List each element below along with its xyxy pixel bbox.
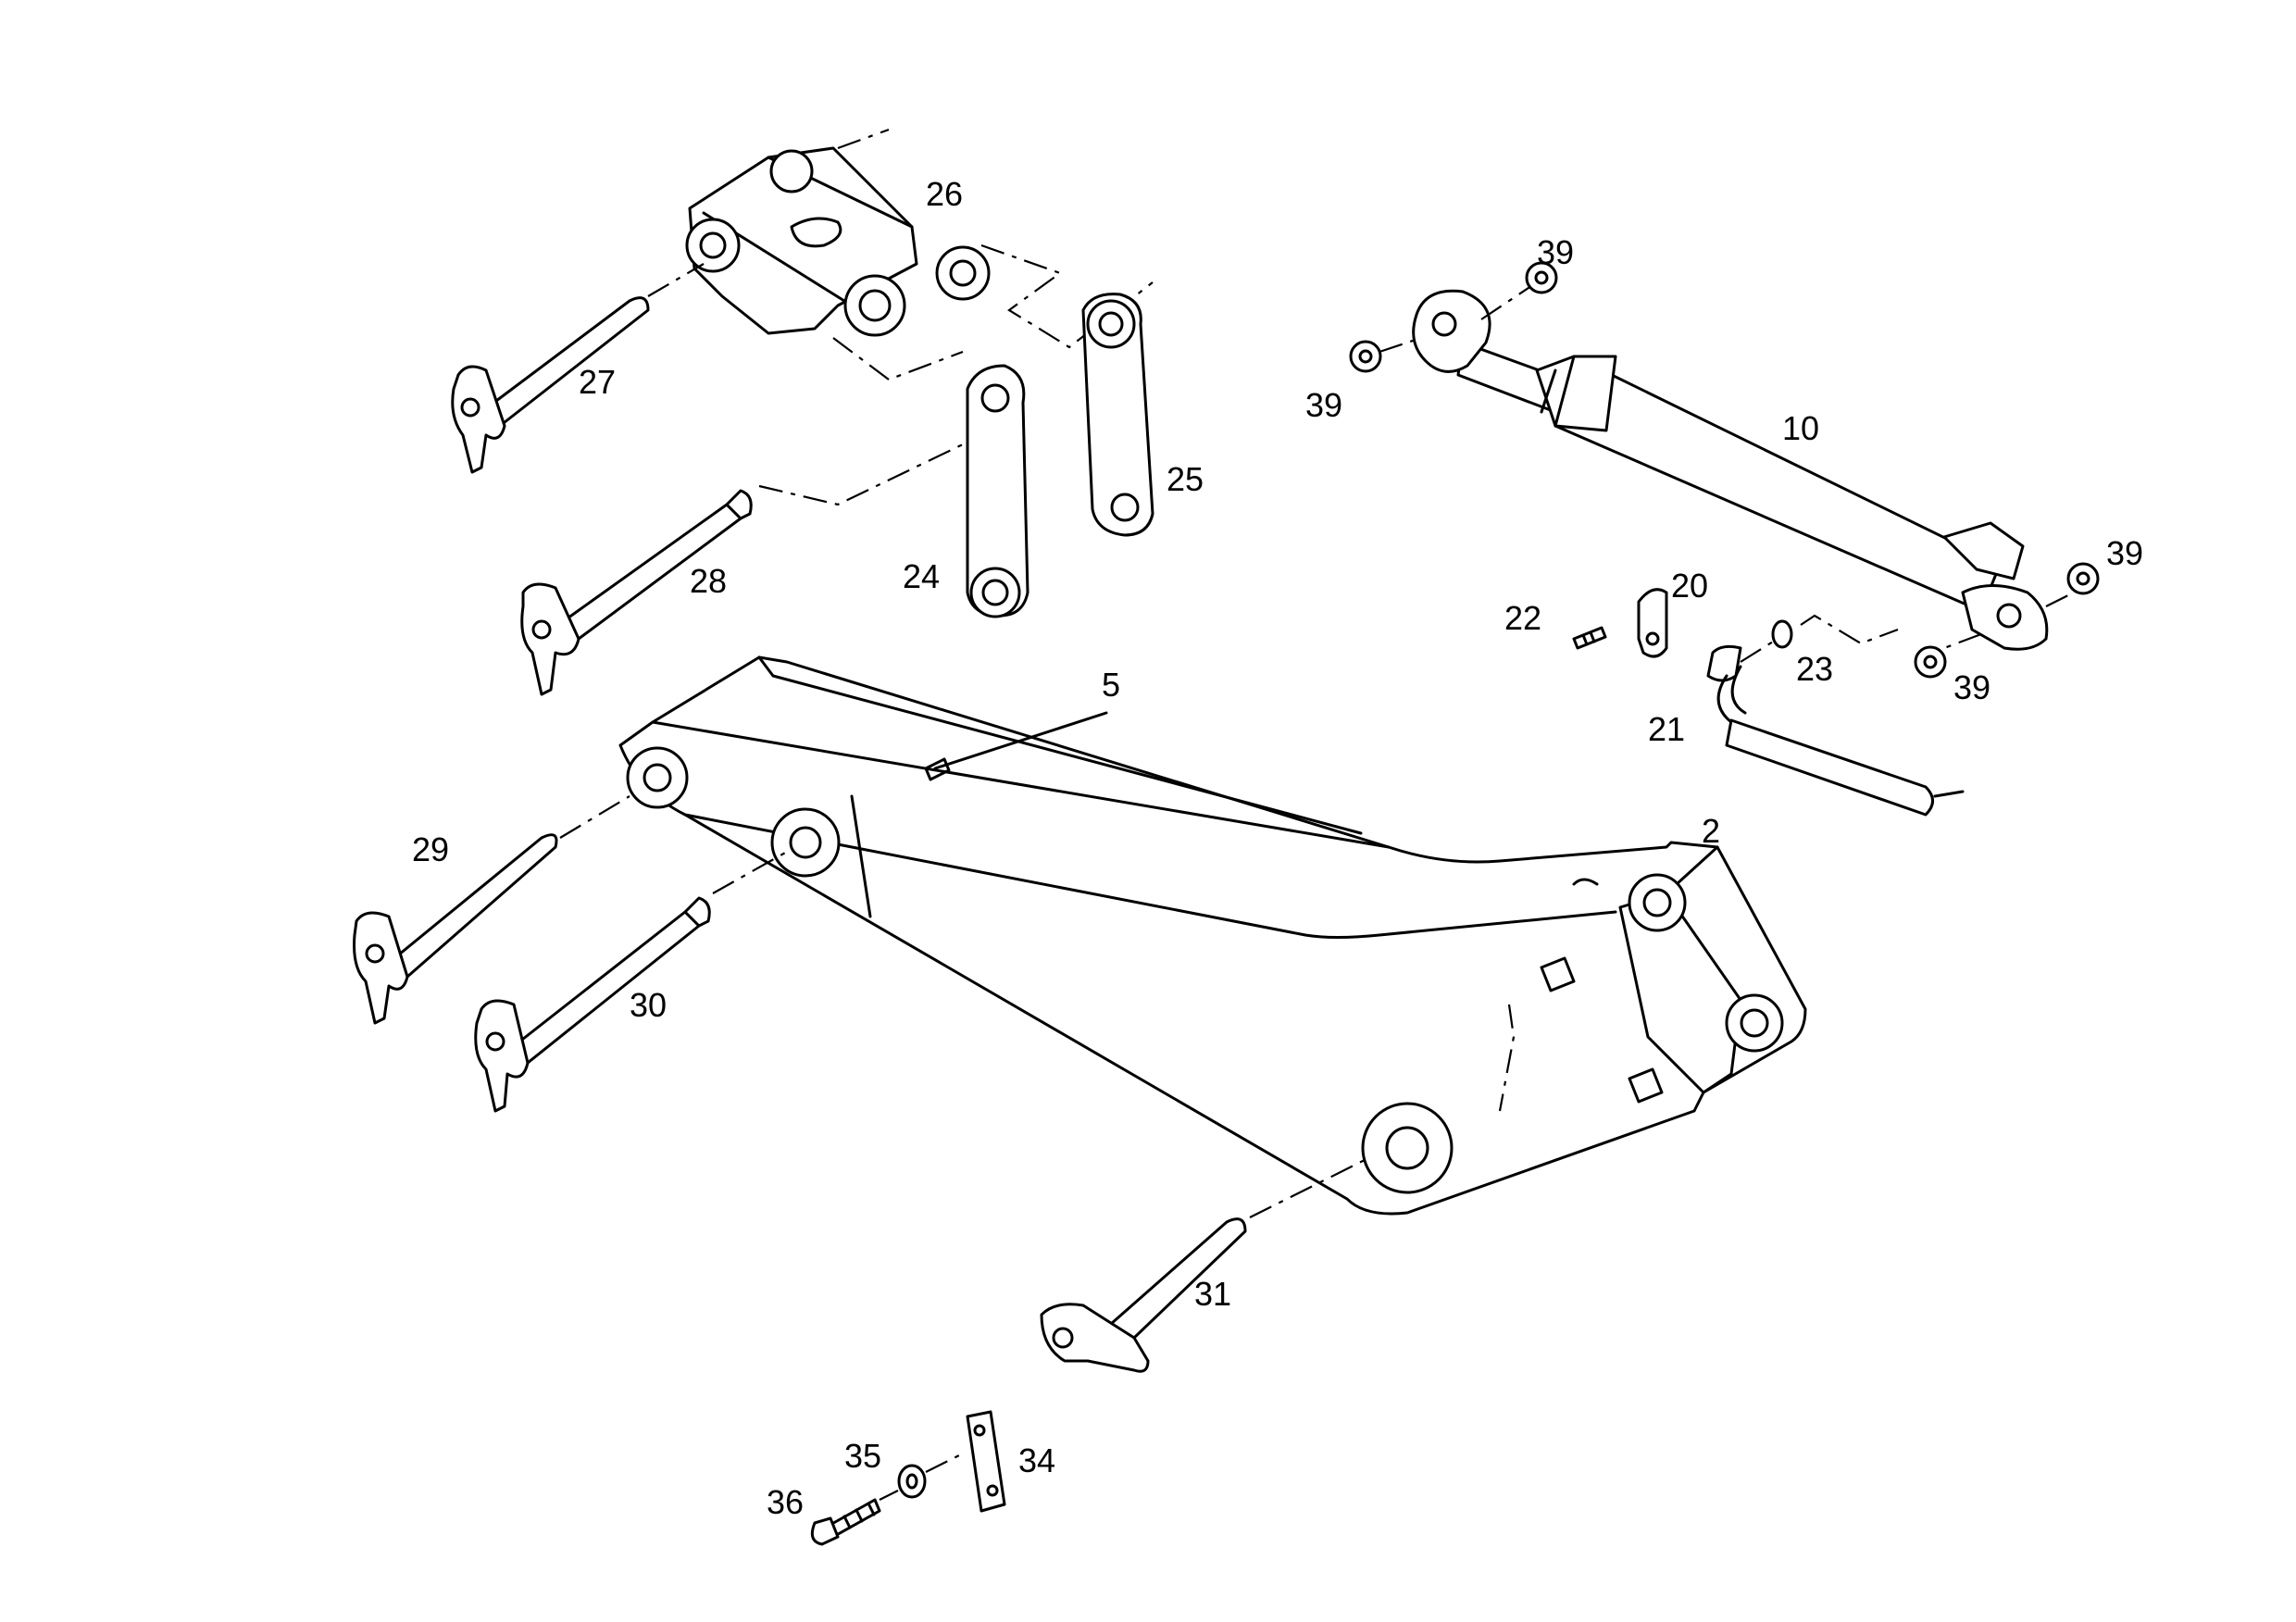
part-23-o-ring: [1771, 614, 1899, 649]
part-24-short-link: [966, 364, 1029, 618]
part-20-clamp: [1637, 588, 1668, 658]
part-29-pin: [353, 795, 630, 1025]
label-39-top-left: 39: [1305, 386, 1342, 424]
label-39-right: 39: [2106, 534, 2143, 572]
label-31: 31: [1194, 1275, 1231, 1313]
label-21: 21: [1648, 710, 1685, 748]
label-2: 2: [1702, 812, 1720, 850]
label-36: 36: [767, 1483, 804, 1521]
part-25-long-link: [1081, 293, 1154, 537]
part-30-threaded-pin: [474, 851, 788, 1113]
part-28-threaded-pin: [520, 443, 964, 696]
label-39-top-right: 39: [1537, 233, 1574, 271]
label-24: 24: [903, 557, 940, 595]
label-23: 23: [1796, 650, 1833, 688]
label-20: 20: [1671, 567, 1708, 605]
part-36-bolt: [810, 1490, 899, 1546]
label-25: 25: [1167, 460, 1204, 498]
part-number-labels: 26 27 28 24 25 39 39 10 39 39 22 20 23 2…: [412, 175, 2143, 1521]
part-35-washer: [897, 1453, 964, 1499]
part-39-washers: [1349, 261, 2100, 679]
label-39-bottom: 39: [1953, 668, 1990, 706]
label-30: 30: [630, 986, 667, 1024]
label-22: 22: [1504, 599, 1541, 637]
label-10: 10: [1782, 409, 1819, 447]
label-34: 34: [1018, 1441, 1055, 1479]
part-2-boom-arm: [618, 655, 1807, 1216]
label-28: 28: [690, 562, 727, 600]
part-26-link-bracket: [685, 128, 1154, 381]
label-27: 27: [579, 363, 616, 401]
label-5: 5: [1102, 666, 1120, 704]
part-21-hydraulic-hose: [1706, 638, 1965, 817]
label-29: 29: [412, 830, 449, 868]
part-10-hydraulic-cylinder: [1379, 281, 2075, 651]
part-5-grease-nipple: [933, 711, 1108, 770]
label-35: 35: [844, 1437, 881, 1475]
label-26: 26: [926, 175, 963, 213]
part-27-pin: [451, 263, 705, 474]
part-22-screw: [1572, 626, 1607, 650]
part-34-plate: [966, 1410, 1006, 1513]
part-31-pin: [1040, 1004, 1516, 1373]
